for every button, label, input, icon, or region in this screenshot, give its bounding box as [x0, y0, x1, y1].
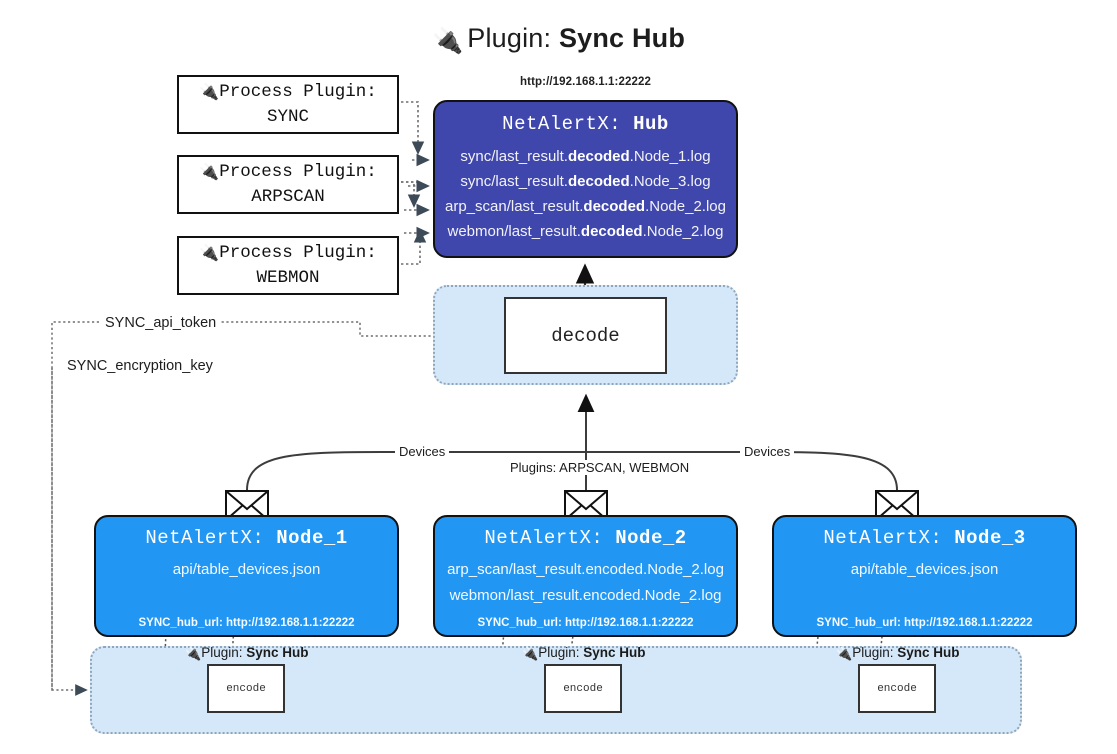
hub-node-box[interactable]: NetAlertX: Hub sync/last_result.decoded.… [433, 100, 738, 258]
edge-label-devices-left: Devices [395, 444, 450, 459]
node-box-node-3[interactable]: NetAlertX: Node_3 api/table_devices.json… [772, 515, 1077, 637]
plug-icon: 🔌 [185, 646, 202, 661]
node-file-list: api/table_devices.json [774, 557, 1075, 583]
plug-icon: 🔌 [431, 27, 464, 55]
node-hub-url: SYNC_hub_url: http://192.168.1.1:22222 [477, 617, 694, 629]
node-hub-url: SYNC_hub_url: http://192.168.1.1:22222 [138, 617, 355, 629]
hub-file-row: sync/last_result.decoded.Node_1.log [460, 148, 711, 165]
decode-box[interactable]: decode [504, 297, 667, 374]
node-file-row: api/table_devices.json [172, 561, 321, 578]
encode-box-node-1[interactable]: encode [207, 664, 285, 713]
plug-icon: 🔌 [199, 82, 220, 101]
node-file-list: arp_scan/last_result.encoded.Node_2.log … [435, 557, 736, 609]
encode-box-node-3[interactable]: encode [858, 664, 936, 713]
title-name: Sync Hub [558, 23, 686, 53]
hub-file-row: webmon/last_result.decoded.Node_2.log [447, 223, 724, 240]
hub-title: NetAlertX: Hub [502, 113, 669, 135]
node-file-row: arp_scan/last_result.encoded.Node_2.log [447, 561, 724, 578]
band-label-node-3: 🔌Plugin: Sync Hub [836, 645, 960, 661]
edge-label-plugins-center: Plugins: ARPSCAN, WEBMON [506, 460, 694, 475]
hub-url-label: http://192.168.1.1:22222 [520, 76, 651, 88]
node-box-node-1[interactable]: NetAlertX: Node_1 api/table_devices.json… [94, 515, 399, 637]
edge-label-devices-right: Devices [740, 444, 795, 459]
plug-icon: 🔌 [199, 243, 220, 262]
process-plugin-arpscan-line2: ARPSCAN [251, 187, 325, 207]
process-plugin-webmon-box[interactable]: 🔌Process Plugin: WEBMON [177, 236, 399, 295]
encode-box-node-2[interactable]: encode [544, 664, 622, 713]
process-plugin-arpscan-line1: 🔌Process Plugin: [199, 162, 377, 182]
env-label-sync-api-token: SYNC_api_token [100, 315, 222, 331]
node-title: NetAlertX: Node_2 [484, 527, 687, 549]
plug-icon: 🔌 [199, 162, 220, 181]
process-plugin-webmon-line2: WEBMON [256, 268, 320, 288]
process-plugin-webmon-line1: 🔌Process Plugin: [199, 243, 377, 263]
hub-file-list: sync/last_result.decoded.Node_1.log sync… [435, 144, 736, 244]
node-box-node-2[interactable]: NetAlertX: Node_2 arp_scan/last_result.e… [433, 515, 738, 637]
plug-icon: 🔌 [522, 646, 539, 661]
node-file-row: webmon/last_result.encoded.Node_2.log [449, 587, 722, 604]
process-plugin-sync-box[interactable]: 🔌Process Plugin: SYNC [177, 75, 399, 134]
title-prefix: Plugin: [467, 23, 552, 53]
node-title: NetAlertX: Node_3 [823, 527, 1026, 549]
env-label-sync-encryption-key: SYNC_encryption_key [62, 358, 218, 374]
plug-icon: 🔌 [836, 646, 853, 661]
hub-file-row: arp_scan/last_result.decoded.Node_2.log [445, 198, 726, 215]
process-plugin-sync-line2: SYNC [266, 107, 309, 127]
process-plugin-sync-line1: 🔌Process Plugin: [199, 82, 377, 102]
page-title: 🔌Plugin: Sync Hub [0, 18, 1117, 61]
node-title: NetAlertX: Node_1 [145, 527, 348, 549]
band-label-node-1: 🔌Plugin: Sync Hub [185, 645, 309, 661]
node-file-list: api/table_devices.json [96, 557, 397, 583]
node-hub-url: SYNC_hub_url: http://192.168.1.1:22222 [816, 617, 1033, 629]
process-plugin-arpscan-box[interactable]: 🔌Process Plugin: ARPSCAN [177, 155, 399, 214]
band-label-node-2: 🔌Plugin: Sync Hub [522, 645, 646, 661]
hub-file-row: sync/last_result.decoded.Node_3.log [460, 173, 711, 190]
node-file-row: api/table_devices.json [850, 561, 999, 578]
